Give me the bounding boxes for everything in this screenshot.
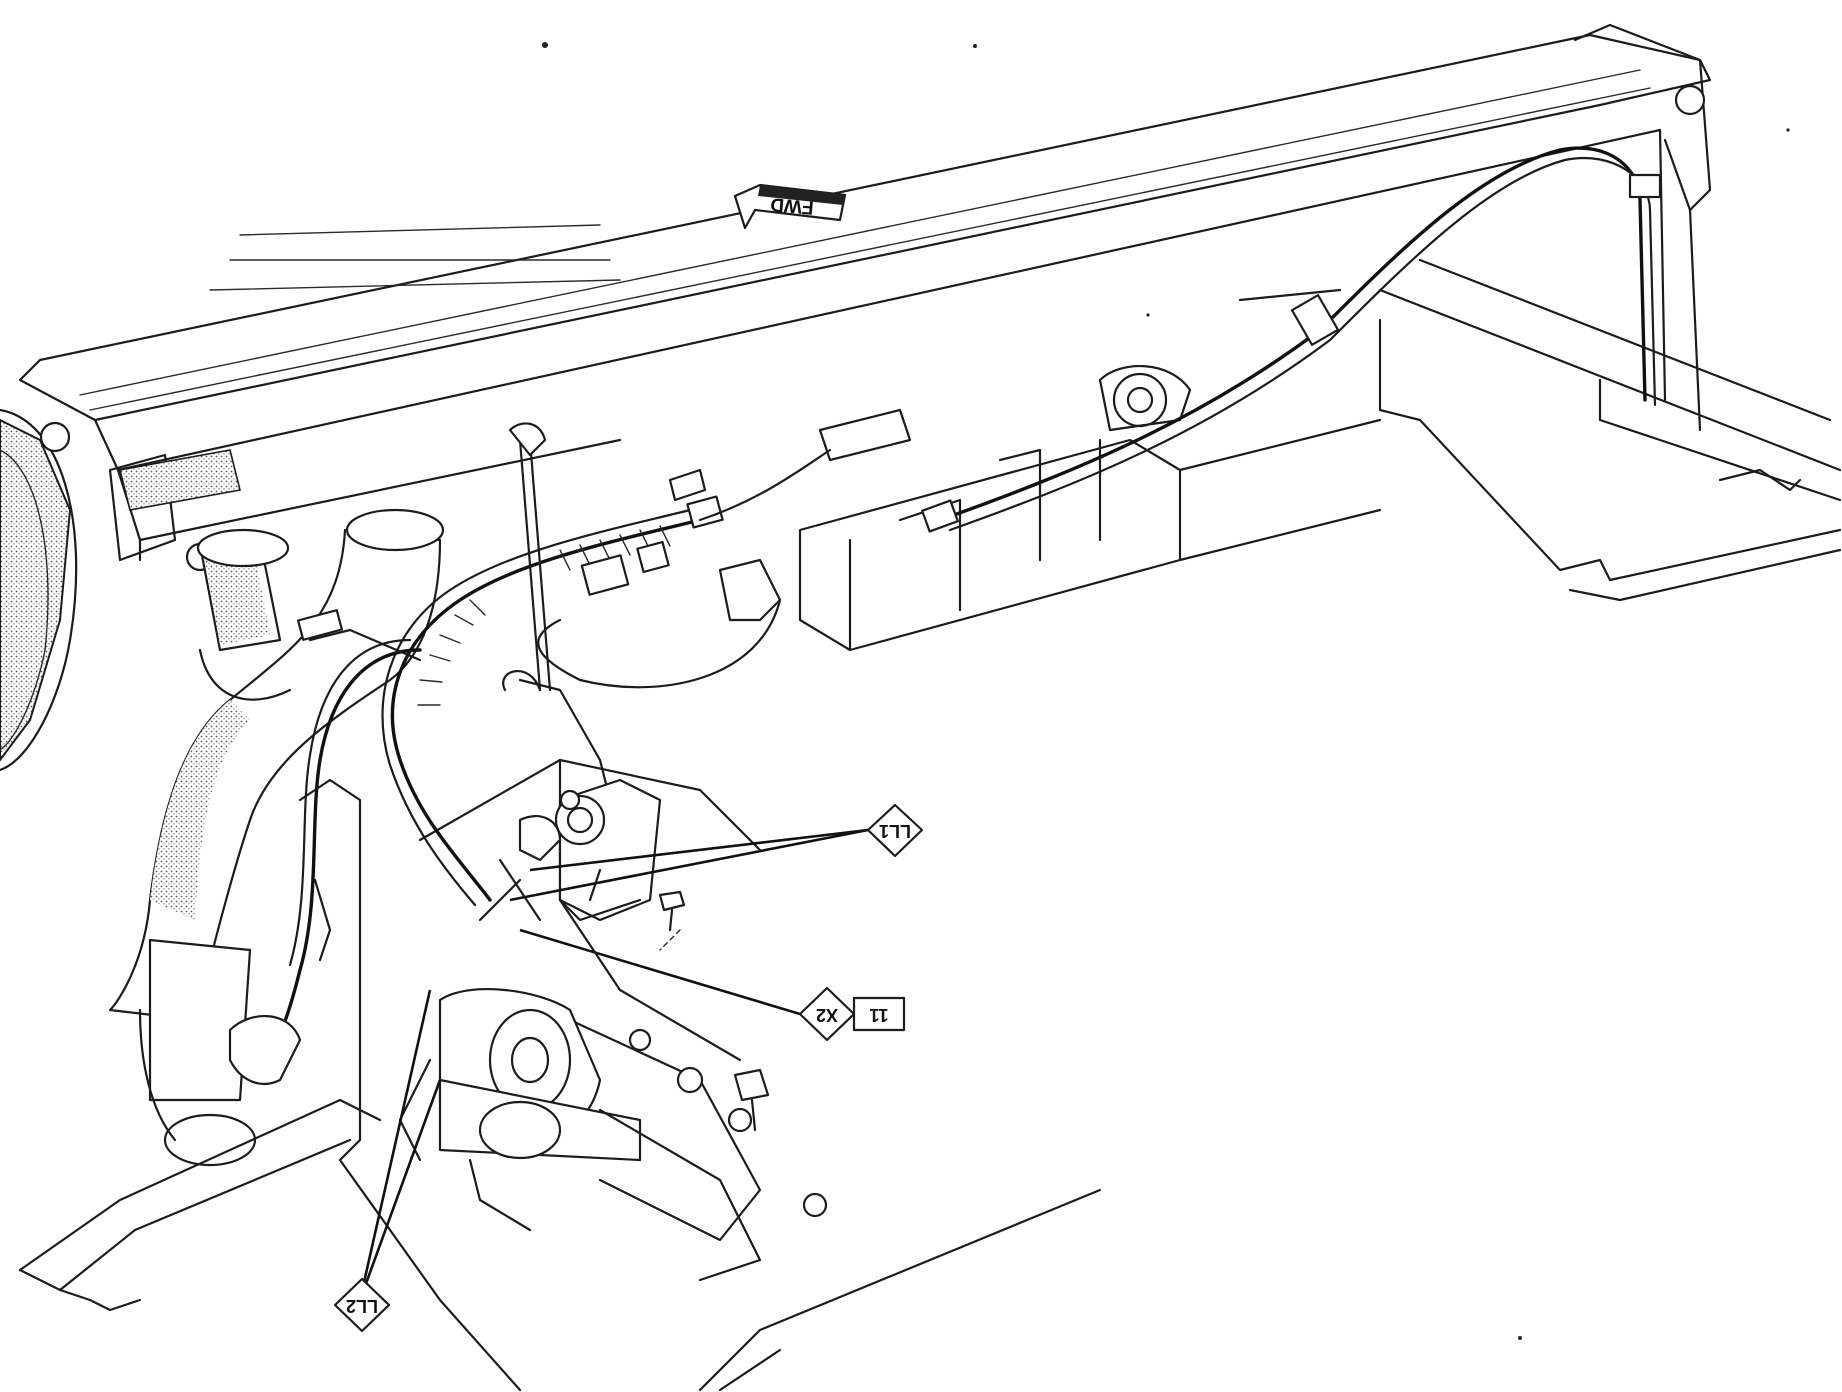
switch-assembly [518, 778, 686, 951]
plate-hole-4 [628, 1028, 652, 1052]
starter-motor [398, 988, 770, 1282]
hose-clip [296, 609, 344, 641]
connector-b [636, 540, 670, 574]
callout-11-text: 11 [869, 1005, 888, 1025]
callout-ll1: LL1 [866, 803, 924, 858]
wiring-harness [228, 146, 1662, 1085]
harness-clip-3 [1628, 173, 1662, 199]
hose-upper-end [345, 508, 445, 552]
connector-a [580, 554, 630, 596]
fwd-arrow: FWD [733, 183, 847, 230]
callout-ll2-text: LL2 [346, 1296, 378, 1316]
callout-x2-11: X2 11 [798, 986, 906, 1042]
upper-frame-rail [18, 23, 1712, 562]
callout-ll1-text: LL1 [879, 821, 911, 841]
plate-hole-2 [727, 1107, 753, 1133]
harness-clip-1 [921, 499, 959, 533]
cross-member [1378, 258, 1842, 602]
rail-bolt-right [1674, 84, 1706, 116]
harness-clip-2 [1290, 294, 1340, 346]
plate-hole-3 [802, 1192, 828, 1218]
shroud-bolt [39, 421, 71, 453]
lower-hose [138, 938, 257, 1167]
radiator-shroud-left [0, 408, 241, 772]
connector-c [686, 495, 724, 529]
plate-hole-1 [676, 1066, 704, 1094]
radiator-hose [108, 508, 445, 1022]
relay-bracket-box [798, 364, 1382, 652]
connector-d [718, 558, 782, 622]
lower-frame-left [18, 778, 522, 1392]
callout-x2-text: X2 [816, 1005, 838, 1025]
callout-leaders [358, 828, 869, 1301]
mount-nut [1112, 372, 1168, 428]
fwd-label: FWD [770, 193, 815, 218]
connector-e [818, 408, 912, 462]
callout-ll2: LL2 [333, 1277, 391, 1333]
